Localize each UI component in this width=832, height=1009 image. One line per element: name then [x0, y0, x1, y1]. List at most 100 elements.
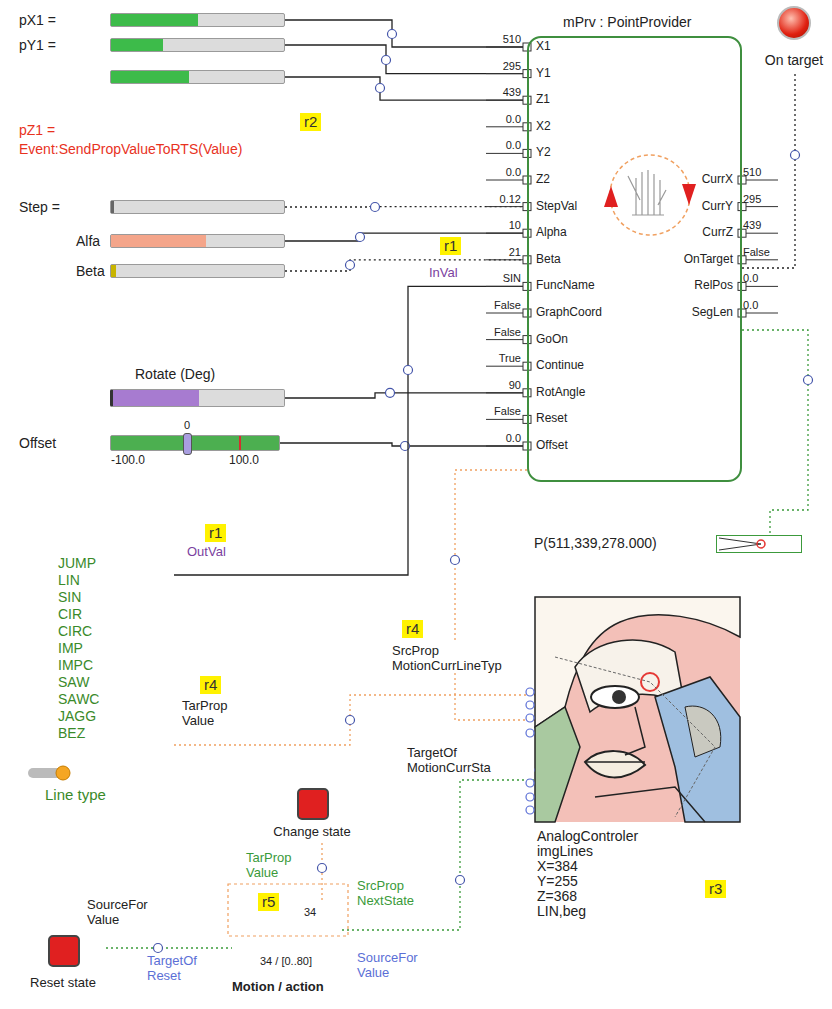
node-text: 295: [479, 60, 521, 73]
node-text: 295: [743, 193, 761, 206]
node-text: -100.0: [111, 454, 145, 468]
node-text: GraphCoord: [536, 306, 602, 320]
push-button: Change state: [262, 785, 362, 843]
node-text: SegLen: [692, 306, 733, 320]
connector: [285, 393, 527, 398]
node-text: X=384: [537, 859, 578, 874]
node-text: CurrY: [702, 200, 733, 214]
node-text: pZ1 = Event:SendPropValueToRTS(Value): [19, 121, 249, 159]
group-frame: [228, 884, 348, 936]
node-text: RotAngle: [536, 386, 585, 400]
wire-knob: [346, 716, 355, 725]
node-text: SIN: [479, 272, 521, 285]
node-text: imgLines: [537, 844, 593, 859]
node-text: SIN: [58, 589, 81, 606]
node-text: X2: [536, 120, 551, 134]
pin-lead: [486, 419, 523, 420]
toggle-switch: [28, 766, 70, 780]
wire-knob: [382, 56, 391, 65]
connector: [342, 780, 535, 930]
slider-fill: [111, 39, 163, 51]
node-text: Beta: [76, 263, 105, 279]
node-text: 510: [743, 166, 761, 179]
point-box: [716, 535, 802, 553]
callout-number: r1: [205, 524, 226, 542]
node-text: On target: [760, 52, 828, 68]
pin-lead: [486, 339, 523, 340]
option-list: JUMPLINSINCIRCIRCIMPIMPCSAWSAWCJAGGBEZLi…: [52, 555, 174, 805]
node-text: SAW: [58, 674, 89, 691]
node-text: Offset: [19, 435, 56, 451]
node-text: IMPC: [58, 657, 93, 674]
button-face: [297, 788, 329, 820]
property-label: SourceFor Value: [85, 897, 151, 927]
pin-lead: [486, 233, 523, 234]
node-text: 0.0: [479, 432, 521, 445]
slider-fill: [111, 201, 114, 213]
slider-bar: Beta: [110, 264, 285, 278]
slider-fill: [111, 265, 116, 277]
node-text: False: [743, 246, 770, 259]
slider-fill: [111, 71, 189, 83]
pin-marks: [486, 43, 778, 450]
node-text: 0.12: [479, 193, 521, 206]
wire-knob: [376, 84, 385, 93]
node-text: Beta: [536, 253, 561, 267]
node-text: StepVal: [536, 200, 577, 214]
connector: [742, 72, 795, 268]
pin-lead: [486, 392, 523, 393]
pin-lead: [746, 259, 778, 260]
property-label: SourceFor Value: [355, 950, 425, 980]
pin-lead: [486, 366, 523, 367]
callout-number: r5: [258, 893, 279, 911]
node-text: IMP: [58, 640, 83, 657]
slider-bar: Step =: [110, 200, 285, 214]
pin-lead: [486, 446, 523, 447]
slider-bar: Offset0-100.0100.0: [110, 435, 280, 451]
wire-knob: [386, 388, 395, 397]
node-text: LIN: [58, 572, 80, 589]
pin-lead: [746, 286, 778, 287]
callout-number: r2: [300, 113, 321, 131]
wire-knob: [404, 366, 413, 375]
pin-lead: [486, 47, 523, 48]
wire-knob: [451, 556, 460, 565]
node-text: 90: [479, 379, 521, 392]
pin-lead: [486, 313, 523, 314]
node-text: 0.0: [743, 299, 758, 312]
property-label: TargetOf MotionCurrSta: [405, 745, 534, 775]
slider-bar: pZ1 = Event:SendPropValueToRTS(Value): [110, 70, 285, 84]
node-text: Offset: [536, 439, 568, 453]
provider-icon: [604, 155, 696, 235]
node-text: Step =: [19, 199, 60, 215]
node-text: LIN,beg: [537, 904, 586, 919]
node-text: 0.0: [743, 272, 758, 285]
callout-number: r4: [200, 676, 221, 694]
node-text: 34: [304, 906, 316, 919]
callout-number: r4: [402, 620, 423, 638]
node-text: Rotate (Deg): [135, 366, 215, 382]
node-text: 100.0: [229, 454, 259, 468]
node-text: False: [479, 405, 521, 418]
node-text: 439: [479, 86, 521, 99]
connector: [742, 330, 808, 533]
node-text: mPrv : PointProvider: [563, 14, 691, 30]
connector: [174, 286, 527, 575]
node-text: AnalogControler: [537, 829, 638, 844]
slider-bar: pY1 =: [110, 38, 285, 52]
property-label: SrcProp MotionCurrLineTyp: [390, 643, 524, 673]
node-text: Reset state: [30, 976, 96, 991]
slider-bar: pX1 =: [110, 13, 285, 27]
connector: [285, 45, 527, 74]
node-text: CurrX: [702, 173, 733, 187]
node-text: Y1: [536, 67, 551, 81]
slider-fill: [111, 14, 198, 26]
connector: [174, 695, 535, 745]
slider-fill: [111, 235, 206, 247]
node-text: Reset: [536, 412, 567, 426]
node-text: 21: [479, 246, 521, 259]
node-text: Y2: [536, 146, 551, 160]
pin-lead: [486, 153, 523, 154]
node-text: 0: [184, 419, 190, 432]
slider-bar: Alfa: [110, 234, 285, 248]
